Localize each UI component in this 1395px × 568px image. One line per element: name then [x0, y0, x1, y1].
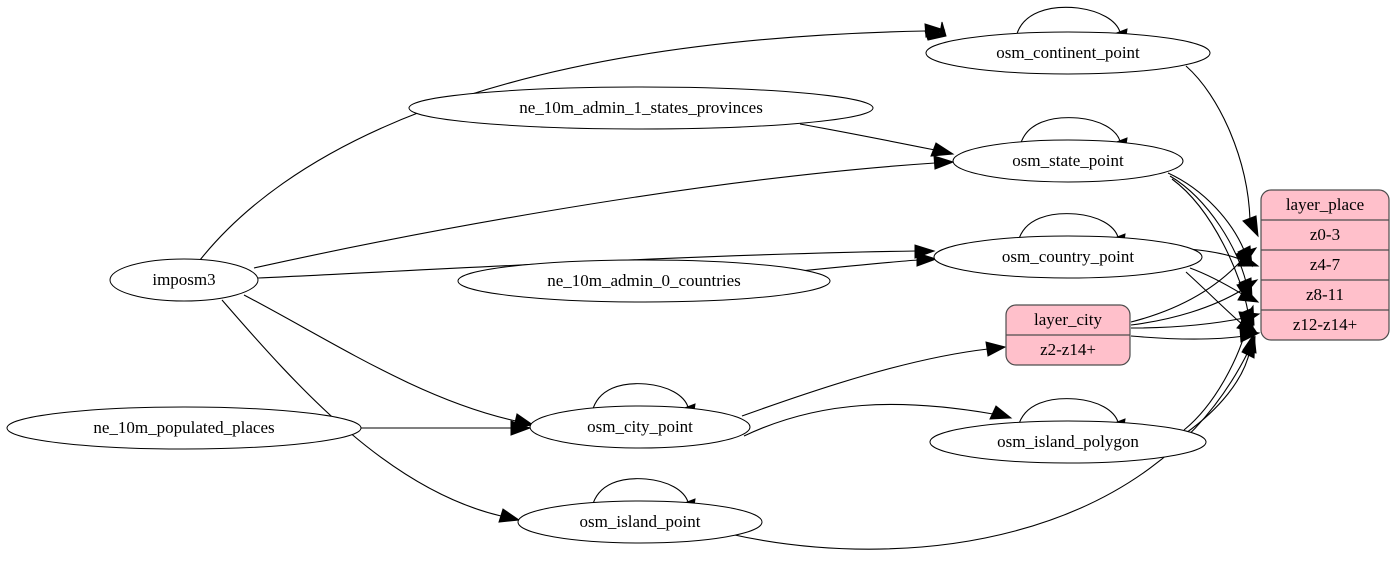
edge-imposm3-to-osm-state-point	[253, 155, 955, 269]
node-osm-island-point-label: osm_island_point	[580, 512, 701, 531]
node-osm-city-point[interactable]: osm_city_point	[529, 405, 751, 449]
edge-ne-admin1-to-osm-state-point	[799, 123, 955, 157]
edge-layer-city-to-layer-place-z4-7	[1130, 279, 1259, 326]
record-node-layer: layer_place z0-3 z4-7 z8-11 z12-z14+ lay…	[1005, 189, 1390, 366]
edge-osm-island-point-to-layer-place-z12-z14	[729, 335, 1256, 550]
node-osm-country-point[interactable]: osm_country_point	[933, 235, 1203, 279]
layer-place-row-z4-7[interactable]: z4-7	[1310, 255, 1341, 274]
edge-osm-city-point-to-layer-city-z2-z14	[741, 341, 1007, 417]
node-osm-continent-point-label: osm_continent_point	[996, 43, 1140, 62]
node-osm-state-point[interactable]: osm_state_point	[952, 139, 1184, 183]
node-layer: imposm3 ne_10m_admin_1_states_provinces …	[6, 31, 1211, 544]
node-osm-country-point-label: osm_country_point	[1002, 247, 1134, 266]
node-imposm3[interactable]: imposm3	[109, 258, 259, 302]
node-ne-10m-populated-places[interactable]: ne_10m_populated_places	[6, 406, 362, 450]
node-layer-place[interactable]: layer_place z0-3 z4-7 z8-11 z12-z14+	[1260, 189, 1390, 341]
layer-place-title: layer_place	[1286, 195, 1364, 214]
node-ne-admin1-label: ne_10m_admin_1_states_provinces	[519, 98, 763, 117]
edge-imposm3-to-osm-continent-point	[199, 21, 947, 261]
node-osm-island-polygon-label: osm_island_polygon	[997, 432, 1139, 451]
edge-layer-city-to-layer-place-z12-z14	[1130, 328, 1261, 343]
edge-ne-admin0-to-osm-country-point	[799, 252, 938, 272]
node-osm-state-point-label: osm_state_point	[1012, 151, 1124, 170]
layer-place-row-z12-z14[interactable]: z12-z14+	[1293, 315, 1357, 334]
edge-ne-populated-to-osm-city-point	[361, 420, 532, 436]
edge-layer-city-to-layer-place-z0-3	[1130, 247, 1258, 323]
node-ne-10m-admin-1-states-provinces[interactable]: ne_10m_admin_1_states_provinces	[408, 86, 874, 130]
layer-place-row-z8-11[interactable]: z8-11	[1306, 285, 1344, 304]
node-imposm3-label: imposm3	[152, 270, 215, 289]
edge-osm-island-polygon-to-layer-place-z8-11	[1183, 304, 1255, 431]
node-ne-populated-label: ne_10m_populated_places	[93, 418, 274, 437]
layer-city-row-z2-z14[interactable]: z2-z14+	[1040, 340, 1096, 359]
node-osm-city-point-label: osm_city_point	[587, 417, 693, 436]
node-osm-continent-point[interactable]: osm_continent_point	[925, 31, 1211, 75]
edge-imposm3-to-osm-city-point	[243, 294, 535, 428]
node-ne-admin0-label: ne_10m_admin_0_countries	[547, 271, 741, 290]
node-osm-island-point[interactable]: osm_island_point	[517, 500, 763, 544]
node-osm-island-polygon[interactable]: osm_island_polygon	[929, 420, 1207, 464]
node-layer-city[interactable]: layer_city z2-z14+	[1005, 304, 1131, 366]
node-ne-10m-admin-0-countries[interactable]: ne_10m_admin_0_countries	[457, 259, 831, 303]
edge-osm-city-point-to-osm-island-polygon	[743, 403, 1013, 437]
edge-osm-continent-point-to-layer-place-z0-3	[1185, 65, 1259, 238]
layer-city-title: layer_city	[1034, 310, 1102, 329]
layer-place-row-z0-3[interactable]: z0-3	[1310, 225, 1340, 244]
